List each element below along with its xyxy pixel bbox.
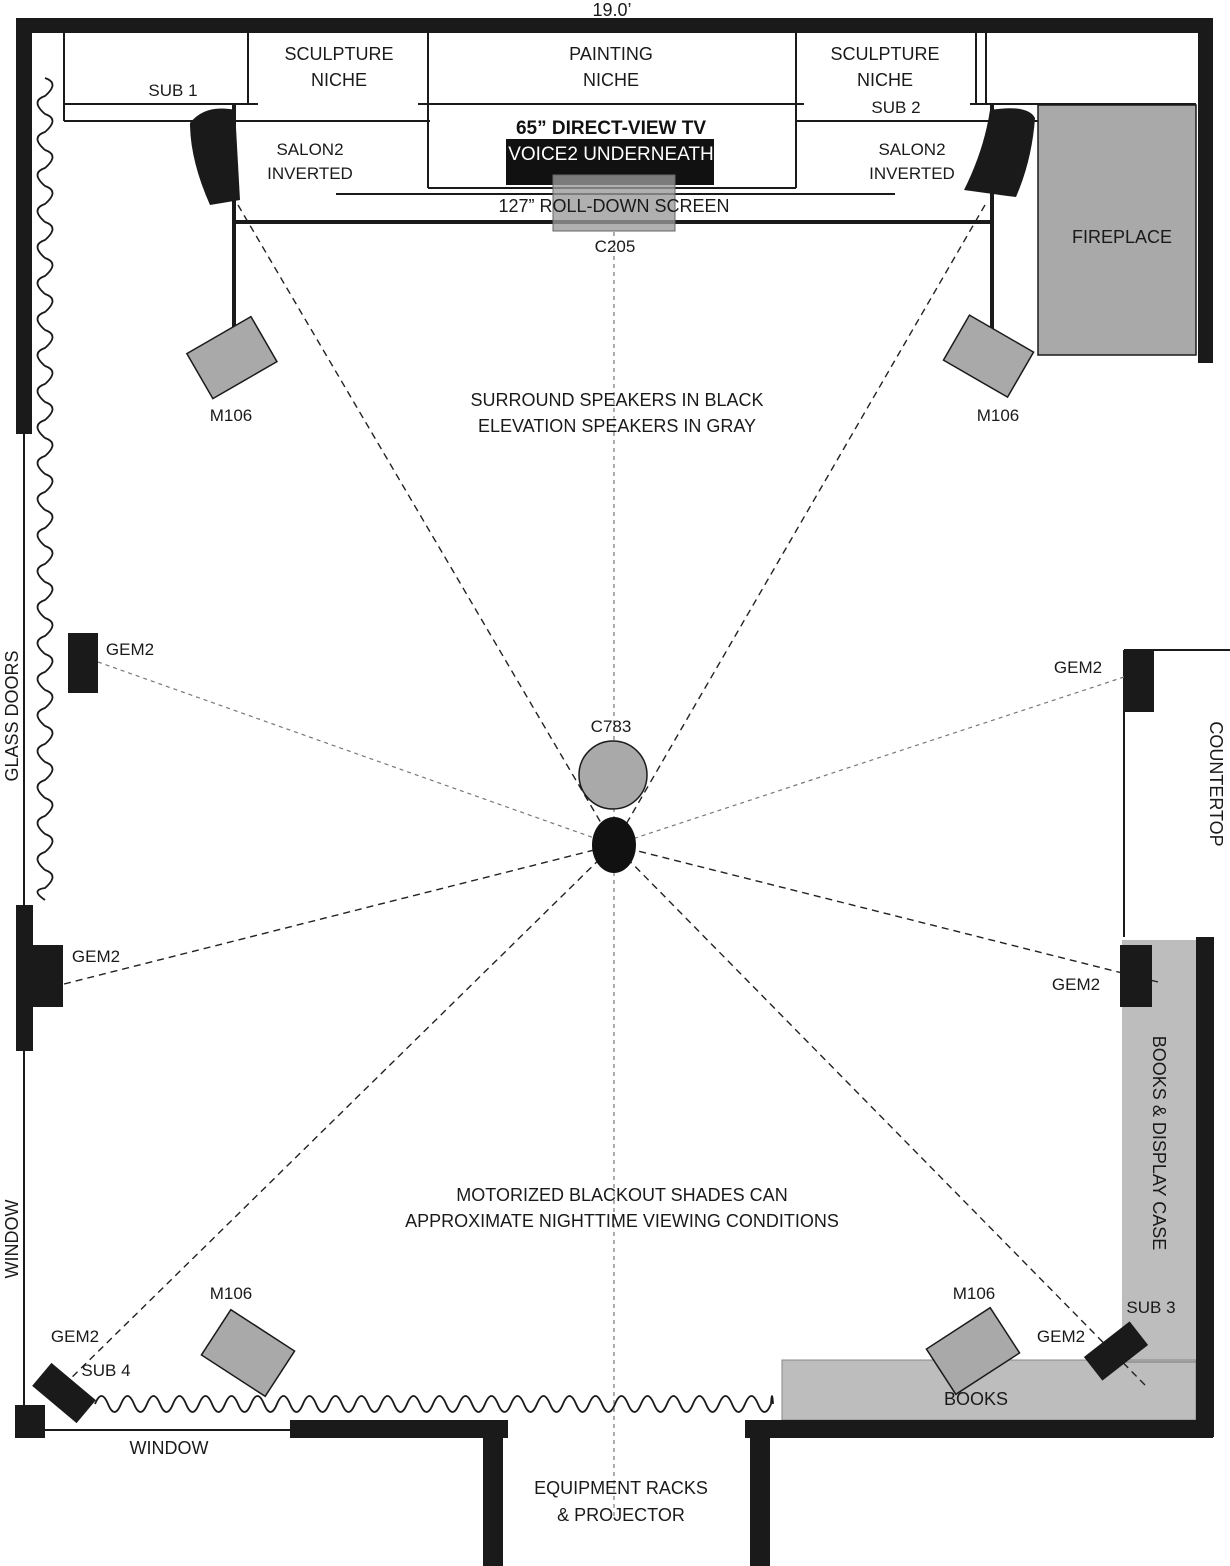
salon2-left-line1: SALON2	[276, 140, 343, 159]
sub1-label: SUB 1	[148, 81, 197, 100]
gem2-right-lower	[1120, 945, 1152, 1007]
painting-niche-line2: NICHE	[583, 70, 639, 90]
screen-label: 127” ROLL-DOWN SCREEN	[498, 196, 729, 216]
equipment-line1: EQUIPMENT RACKS	[534, 1478, 708, 1498]
gem2-sub3-rear-right	[1083, 1321, 1149, 1381]
glass-doors-label: GLASS DOORS	[2, 650, 22, 781]
m106-rear-left	[200, 1308, 296, 1398]
tv-label: 65” DIRECT-VIEW TV	[516, 118, 706, 139]
painting-niche-line1: PAINTING	[569, 44, 653, 64]
window-bottom-label: WINDOW	[130, 1438, 209, 1458]
m106-front-right	[942, 314, 1035, 399]
sculpture-niche-right-line2: NICHE	[857, 70, 913, 90]
sub3-label: SUB 3	[1126, 1298, 1175, 1317]
gem2-rear-left-label: GEM2	[51, 1327, 99, 1346]
sculpture-niche-left-line1: SCULPTURE	[284, 44, 393, 64]
salon2-right-line2: INVERTED	[869, 164, 955, 183]
c783-label: C783	[591, 717, 632, 736]
voice2-label: VOICE2 UNDERNEATH	[508, 144, 714, 165]
countertop-label: COUNTERTOP	[1206, 721, 1226, 846]
c783-speaker	[578, 740, 648, 810]
books-label: BOOKS	[944, 1389, 1008, 1409]
note-top-line2: ELEVATION SPEAKERS IN GRAY	[478, 416, 756, 436]
sculpture-niche-left-line2: NICHE	[311, 70, 367, 90]
m106-rear-left-label: M106	[210, 1284, 253, 1303]
gem2-right-lower-label: GEM2	[1052, 975, 1100, 994]
gem2-right-upper-label: GEM2	[1054, 658, 1102, 677]
salon2-right-speaker	[964, 108, 1035, 197]
walls	[15, 18, 1214, 1566]
sight-lines	[63, 204, 1159, 1520]
labels: 19.0’ SCULPTURE NICHE PAINTING NICHE SCU…	[2, 0, 1226, 1525]
equipment-line2: & PROJECTOR	[557, 1505, 685, 1525]
salon2-right-line1: SALON2	[878, 140, 945, 159]
c205-label: C205	[595, 237, 636, 256]
note-top-line1: SURROUND SPEAKERS IN BLACK	[470, 390, 763, 410]
listener-position	[592, 817, 636, 873]
fireplace-label: FIREPLACE	[1072, 227, 1172, 247]
gem2-left-upper-label: GEM2	[106, 640, 154, 659]
m106-front-left	[185, 315, 278, 400]
gem2-left-lower-label: GEM2	[72, 947, 120, 966]
note-bottom-line1: MOTORIZED BLACKOUT SHADES CAN	[456, 1185, 787, 1205]
fireplace-block	[1037, 104, 1197, 356]
curtain-bottom	[94, 1395, 774, 1413]
dimension-label: 19.0’	[592, 0, 631, 20]
m106-rear-right	[925, 1306, 1021, 1396]
gem2-right-upper	[1124, 650, 1154, 712]
gem2-sub4-rear-left	[32, 1362, 96, 1424]
m106-front-left-label: M106	[210, 406, 253, 425]
curtain-left	[36, 77, 54, 901]
c205-screen-speaker	[552, 174, 676, 232]
note-bottom-line2: APPROXIMATE NIGHTTIME VIEWING CONDITIONS	[405, 1211, 839, 1231]
m106-rear-right-label: M106	[953, 1284, 996, 1303]
gem2-left-upper	[68, 633, 98, 693]
window-left-label: WINDOW	[2, 1200, 22, 1279]
books-display-label: BOOKS & DISPLAY CASE	[1149, 1036, 1169, 1250]
salon2-left-speaker	[190, 108, 240, 205]
salon2-left-line2: INVERTED	[267, 164, 353, 183]
gem2-left-lower	[33, 945, 63, 1007]
m106-front-right-label: M106	[977, 406, 1020, 425]
gem2-rear-right-label: GEM2	[1037, 1327, 1085, 1346]
sub2-label: SUB 2	[871, 98, 920, 117]
sub4-label: SUB 4	[81, 1361, 130, 1380]
sculpture-niche-right-line1: SCULPTURE	[830, 44, 939, 64]
